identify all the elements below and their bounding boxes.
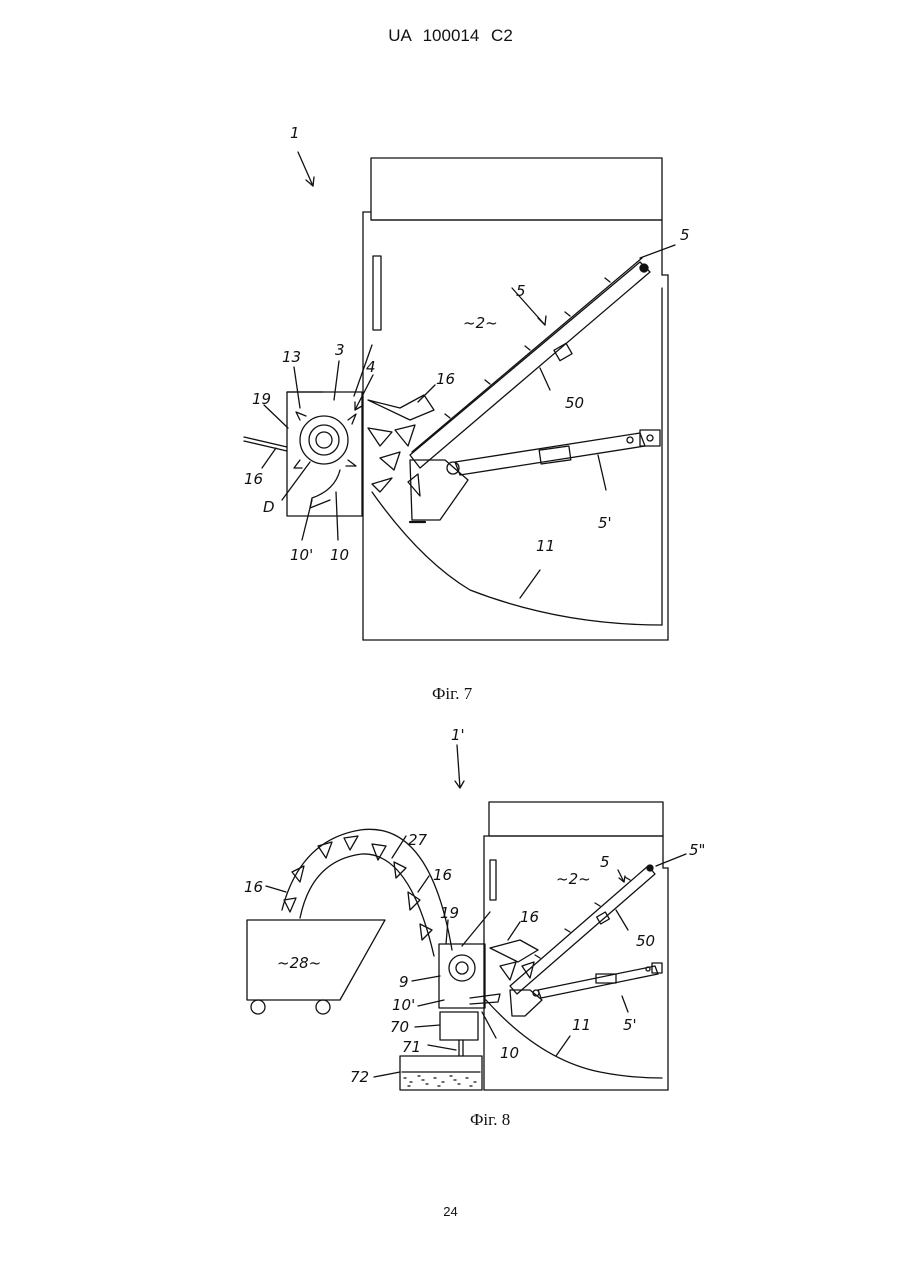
label-5-prime: 5' [623, 1016, 637, 1034]
shredder-rotor [300, 416, 348, 464]
label-10-prime: 10' [392, 996, 415, 1014]
label-10: 10 [500, 1044, 519, 1062]
label-16-left: 16 [244, 470, 263, 488]
label-D: D [263, 498, 275, 516]
label-10-prime: 10' [290, 546, 313, 564]
label-10: 10 [330, 546, 349, 564]
curved-floor-11 [372, 492, 662, 625]
label-device: 1 [290, 124, 300, 142]
figure-8-drawing: 1' 27 16 16 16 ~28~ 19 9 10' 70 71 72 10… [0, 700, 901, 1110]
support-arm [455, 433, 645, 475]
top-hood [489, 802, 663, 836]
top-hood [371, 158, 662, 220]
label-3: 3 [335, 341, 345, 359]
label-device: 1' [451, 726, 465, 744]
label-50: 50 [565, 394, 584, 412]
label-bin: ~28~ [277, 954, 321, 972]
label-16-right: 16 [436, 370, 455, 388]
label-11: 11 [572, 1016, 591, 1034]
label-5-double-prime: 5" [689, 841, 705, 859]
label-19: 19 [252, 390, 271, 408]
label-16-middle: 16 [433, 866, 452, 884]
label-13: 13 [282, 348, 301, 366]
shredder-rotor [449, 955, 475, 981]
shredder-housing [287, 392, 362, 516]
page-number: 24 [0, 1204, 901, 1219]
label-27: 27 [408, 831, 428, 849]
label-72: 72 [350, 1068, 369, 1086]
fragment [490, 940, 538, 962]
label-70: 70 [390, 1018, 409, 1036]
label-9: 9 [399, 973, 409, 991]
label-conveyor-top: 5 [680, 226, 690, 244]
shredder-housing [439, 944, 485, 1008]
figure-8-caption: Фіг. 8 [470, 1110, 510, 1130]
label-19: 19 [440, 904, 459, 922]
device-pointer-arrow [298, 152, 313, 186]
inspection-slot [373, 256, 381, 330]
label-16-left: 16 [244, 878, 263, 896]
label-5-prime: 5' [598, 514, 612, 532]
figure-7-drawing: 1 ~2~ 5 5 3 4 13 16 19 16 D 10' 10 50 5'… [0, 0, 901, 670]
device-pointer-arrow [457, 745, 460, 788]
support-arm [538, 966, 658, 998]
curved-floor-11 [486, 1000, 662, 1078]
label-conveyor: 5 [600, 853, 610, 871]
label-71: 71 [402, 1038, 421, 1056]
label-50: 50 [636, 932, 655, 950]
label-16-right: 16 [520, 908, 539, 926]
label-interior: ~2~ [556, 870, 591, 888]
label-conveyor: 5 [516, 282, 526, 300]
fragment [368, 395, 434, 420]
label-4: 4 [366, 358, 376, 376]
label-11: 11 [536, 537, 555, 555]
container-72 [400, 1056, 482, 1090]
label-interior: ~2~ [463, 314, 498, 332]
collector-70 [440, 1012, 478, 1040]
